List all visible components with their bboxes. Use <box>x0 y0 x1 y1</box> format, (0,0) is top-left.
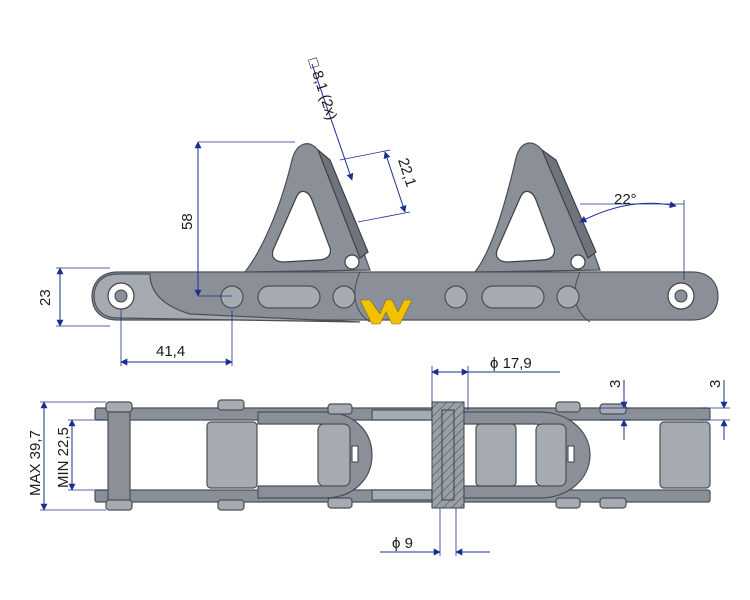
dim-58: 58 <box>179 213 196 230</box>
attachment-right-slot <box>567 445 575 463</box>
link-body-left-plate <box>93 273 361 323</box>
end-hole-left-inner <box>114 289 128 303</box>
section-pin-core <box>441 409 455 501</box>
dim-41-4: 41,4 <box>156 343 185 360</box>
pin-right-top <box>599 403 627 415</box>
pin-head-left-top <box>105 401 133 413</box>
dim-3-left: 3 <box>607 380 624 388</box>
flight-right-face <box>540 148 597 259</box>
flight-right-window <box>495 190 555 263</box>
notch-left <box>344 254 360 270</box>
leader-hole-spec <box>311 63 354 181</box>
pin-a-top <box>217 399 245 411</box>
pin-left <box>107 411 131 503</box>
bushing-left <box>206 421 258 489</box>
brand-logo <box>359 299 413 325</box>
attachment-left-slot-1 <box>351 445 359 463</box>
pin-head-left-bottom <box>105 499 133 511</box>
dim-arc-22 <box>579 201 677 223</box>
slot-left <box>257 285 321 309</box>
end-hole-right-inner <box>674 289 688 303</box>
pin-hole-4 <box>556 285 580 309</box>
dim-hole-spec: □ 8,1 (2x) <box>304 56 340 122</box>
side-view <box>91 142 719 325</box>
middle-plate-bottom <box>371 489 433 501</box>
pin-hole-3 <box>444 285 468 309</box>
attachment-left-inner <box>317 423 351 487</box>
pin-hole-1 <box>220 285 244 309</box>
dim-min: MIN 22,5 <box>55 427 72 488</box>
dim-9: ϕ 9 <box>392 535 413 552</box>
attachment-right-inner <box>535 423 567 487</box>
attachment-right-tab <box>555 401 581 413</box>
pin-right-bottom <box>599 497 627 509</box>
dim-17-9: ϕ 17,9 <box>490 355 532 372</box>
slot-right <box>481 285 545 309</box>
notch-right <box>570 254 586 270</box>
middle-plate-top <box>371 409 433 421</box>
dim-3-right: 3 <box>707 380 724 388</box>
dim-23: 23 <box>37 289 54 306</box>
dim-max: MAX 39,7 <box>27 430 44 496</box>
dim-22-deg: 22° <box>614 191 637 208</box>
pin-hole-2 <box>332 285 356 309</box>
attachment-left-tab <box>327 403 353 415</box>
dim-line-22-1 <box>383 151 407 213</box>
top-view <box>94 399 711 511</box>
flight-left-face <box>317 149 369 259</box>
pin-a-bottom <box>217 499 245 511</box>
attachment-right-tab-bottom <box>555 497 581 509</box>
bushing-middle <box>475 423 517 487</box>
flight-left-window <box>271 190 331 263</box>
dim-22-1: 22,1 <box>394 156 419 189</box>
attachment-left-tab-bottom <box>327 497 353 509</box>
link-body <box>91 271 719 321</box>
bushing-right <box>659 421 711 489</box>
